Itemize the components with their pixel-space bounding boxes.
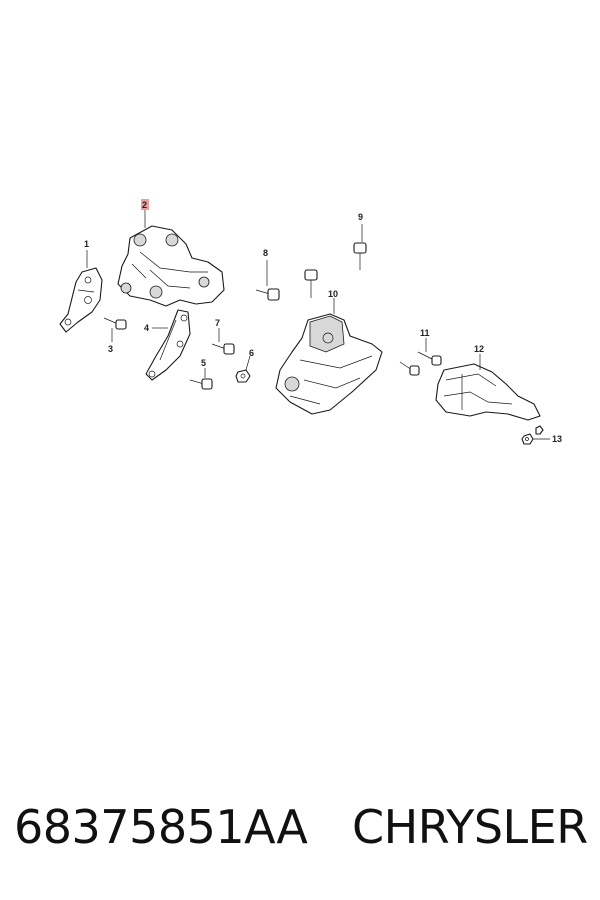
callout-10: 10 [328, 289, 338, 299]
part-1-bracket-plate [59, 267, 103, 333]
part-5-bolt [189, 378, 213, 390]
callout-1: 1 [84, 239, 89, 249]
callout-12: 12 [474, 344, 484, 354]
callout-7: 7 [215, 318, 220, 328]
part-4-bracket-strap [145, 309, 191, 381]
part-7-bolt [211, 343, 235, 355]
part-3-bolt [103, 317, 127, 330]
callout-9: 9 [358, 212, 363, 222]
callout-4: 4 [144, 323, 149, 333]
callout-8: 8 [263, 248, 268, 258]
callout-13: 13 [552, 434, 562, 444]
footer: 68375851AA CHRYSLER [0, 800, 600, 860]
part-10-engine-mount [275, 313, 383, 415]
callout-5: 5 [201, 358, 206, 368]
brand-name: CHRYSLER [352, 800, 588, 854]
stud-bolt [304, 269, 318, 298]
callout-2: 2 [142, 200, 147, 210]
part-6-nut [235, 369, 251, 383]
part-11-bolts [399, 351, 442, 376]
part-2-mount-bracket [117, 225, 225, 307]
part-number: 68375851AA [14, 800, 308, 854]
callout-6: 6 [249, 348, 254, 358]
leader-6 [245, 355, 251, 371]
callout-3: 3 [108, 344, 113, 354]
callout-2-highlight [141, 199, 149, 210]
part-13-nut [521, 425, 544, 445]
part-8-bolt [255, 288, 280, 301]
callout-11: 11 [420, 328, 430, 338]
part-12-heat-shield [435, 363, 541, 421]
part-9-stud [353, 242, 367, 270]
